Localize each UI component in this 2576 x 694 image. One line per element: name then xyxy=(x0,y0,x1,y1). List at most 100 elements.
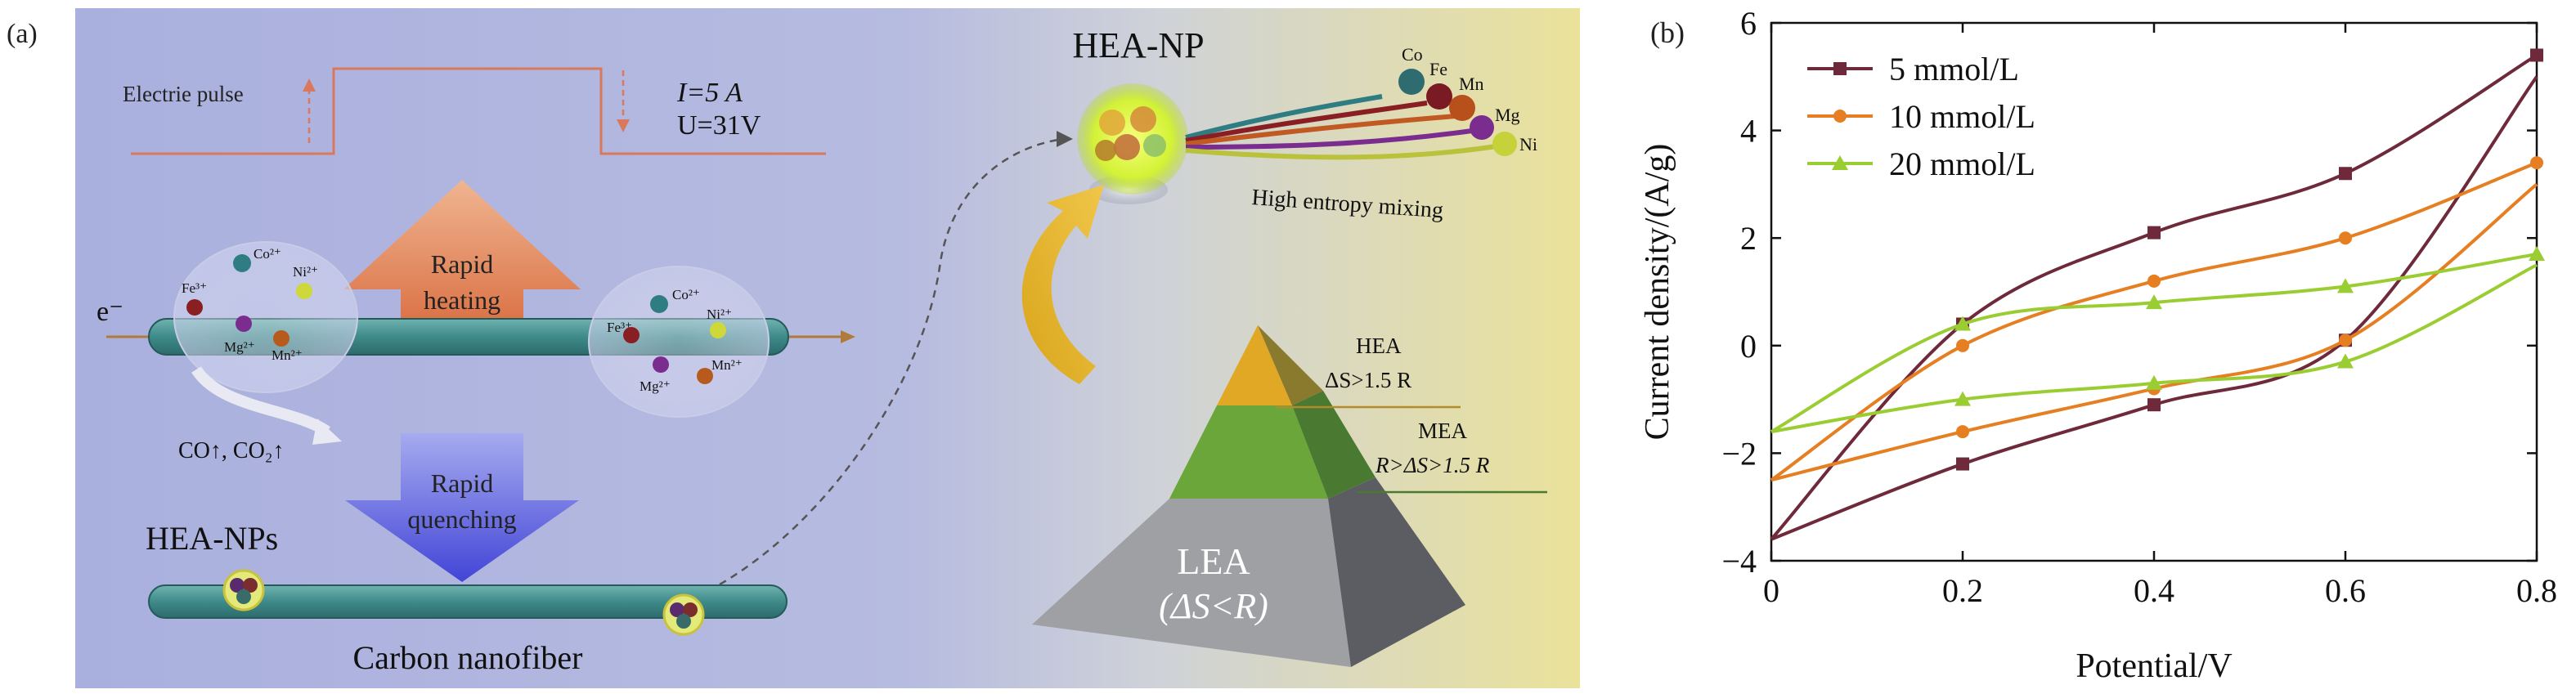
nanoparticle-on-fiber xyxy=(662,593,705,636)
y-tick-label: −2 xyxy=(1721,435,1757,472)
y-axis-label: Current density/(A/g) xyxy=(1639,144,1676,441)
pyramid-hea-side xyxy=(1258,325,1323,405)
series-group xyxy=(1770,48,2545,541)
data-point xyxy=(2337,278,2354,293)
data-point xyxy=(2339,334,2352,347)
panel-a-tag: (a) xyxy=(7,19,38,49)
hea-nps-label: HEA-NPs xyxy=(146,520,278,557)
ion-label: Ni²⁺ xyxy=(707,307,732,322)
gas-label: CO↑, CO₂↑ xyxy=(178,438,285,463)
quench-line2: quenching xyxy=(407,504,516,534)
pyramid-lea-side xyxy=(1328,477,1465,667)
pulse-waveform xyxy=(131,67,826,155)
data-point xyxy=(2147,226,2161,240)
data-point xyxy=(1833,62,1847,75)
series-10-mmol-L xyxy=(1770,156,2543,482)
x-axis-label: Potential/V xyxy=(2076,647,2232,685)
fiber-arrow-icon xyxy=(841,330,855,343)
data-point xyxy=(2147,274,2161,288)
golden-curved-arrow xyxy=(1021,185,1104,384)
element-spheres: Co Fe Mn Mg Ni xyxy=(1398,44,1537,156)
data-point xyxy=(1956,425,1969,439)
panel-b-tag: (b) xyxy=(1650,16,1685,49)
mea-title: MEA xyxy=(1418,419,1468,443)
ion-cluster-right: Co²⁺ Fe³⁺ Ni²⁺ Mg²⁺ Mn²⁺ xyxy=(588,266,770,418)
ion-label: Co²⁺ xyxy=(254,246,281,262)
ion-label: Mn²⁺ xyxy=(272,347,303,363)
rapid-heating-arrow: Rapid heating xyxy=(343,180,581,351)
electric-pulse: Electrie pulse I=5 A U=31V xyxy=(123,67,826,155)
pyramid-lea-front xyxy=(1032,499,1351,667)
entropy-pyramid: HEA ΔS>1.5 R MEA R>ΔS>1.5 R LEA (ΔS<R) xyxy=(1032,325,1547,667)
y-tick-label: 2 xyxy=(1740,220,1757,257)
voltage-label: U=31V xyxy=(677,110,761,141)
pyramid-mea-front xyxy=(1169,405,1328,499)
ion-label: Mn²⁺ xyxy=(711,357,743,373)
x-tick-label: 0 xyxy=(1763,572,1779,609)
data-point xyxy=(2146,294,2162,310)
lea-condition: (ΔS<R) xyxy=(1159,586,1268,626)
y-tick-label: 0 xyxy=(1740,328,1757,365)
ion-label: Ni²⁺ xyxy=(293,264,318,280)
connector-arrow-head-icon xyxy=(1057,131,1073,147)
lower-carbon-fiber: HEA-NPs Carbon nanofiber xyxy=(146,520,788,676)
nanoparticle-on-fiber xyxy=(222,569,265,611)
current-label: I=5 A xyxy=(676,78,743,108)
gas-release-arrow: CO↑, CO₂↑ xyxy=(178,365,342,463)
series-5-mmol-L xyxy=(1770,48,2543,541)
data-point xyxy=(1833,110,1847,123)
x-tick-label: 0.2 xyxy=(1942,572,1983,609)
pyramid-mea-side xyxy=(1292,391,1376,499)
heating-line2: heating xyxy=(424,285,500,315)
data-point xyxy=(2146,374,2162,390)
legend-label: 20 mmol/L xyxy=(1889,146,2035,182)
quench-line1: Rapid xyxy=(431,468,493,498)
hea-np-particle: HEA-NP xyxy=(1072,25,1205,204)
element-label: Co xyxy=(1402,44,1423,65)
data-point xyxy=(2529,245,2545,261)
cv-chart: 0 0.2 0.4 0.6 0.8 −4 −2 0 2 4 6 5 mmol/L 10 mmol/L 2… xyxy=(1639,5,2557,685)
legend-label: 10 mmol/L xyxy=(1889,98,2035,135)
up-arrow-head-icon xyxy=(303,78,316,92)
data-point xyxy=(2530,48,2543,62)
data-point xyxy=(1954,391,1971,406)
y-tick-label: −4 xyxy=(1721,543,1757,580)
x-tick-label: 0.4 xyxy=(2134,572,2174,609)
data-point xyxy=(1832,155,1848,170)
pyramid-hea-front xyxy=(1217,325,1292,405)
ion-cluster-left: Co²⁺ Fe³⁺ Ni²⁺ Mg²⁺ Mn²⁺ xyxy=(173,241,358,393)
hea-condition: ΔS>1.5 R xyxy=(1325,368,1411,392)
y-tick-label: 6 xyxy=(1740,5,1757,42)
data-point xyxy=(1956,338,1969,352)
heating-line1: Rapid xyxy=(431,249,493,279)
series-20-mmol-L xyxy=(1770,245,2545,434)
carbon-nanofiber-label: Carbon nanofiber xyxy=(352,639,582,676)
data-point xyxy=(2339,167,2352,181)
mea-condition: R>ΔS>1.5 R xyxy=(1375,453,1490,477)
dashed-connector xyxy=(719,137,1064,586)
series-line-forward xyxy=(1770,161,2538,481)
data-point xyxy=(1954,316,1971,331)
rapid-quenching-arrow: Rapid quenching xyxy=(345,433,579,582)
lea-title: LEA xyxy=(1177,540,1250,582)
x-tick-label: 0.6 xyxy=(2325,572,2366,609)
ion-label: Fe³⁺ xyxy=(182,280,207,296)
x-tick-label: 0.8 xyxy=(2516,572,2557,609)
legend-label: 5 mmol/L xyxy=(1889,51,2019,87)
ion-label: Fe³⁺ xyxy=(607,320,632,335)
plot-frame xyxy=(1770,21,2538,562)
data-point xyxy=(2147,398,2161,412)
electron-label: e⁻ xyxy=(96,297,123,327)
series-line-reverse xyxy=(1770,75,2538,541)
hea-np-label: HEA-NP xyxy=(1072,25,1204,65)
data-point xyxy=(1956,457,1969,471)
data-point xyxy=(2339,231,2352,245)
pulse-label: Electrie pulse xyxy=(123,82,244,106)
ion-label: Co²⁺ xyxy=(672,287,700,302)
axis-ticks: 0 0.2 0.4 0.6 0.8 −4 −2 0 2 4 6 xyxy=(1721,5,2557,609)
legend: 5 mmol/L 10 mmol/L 20 mmol/L xyxy=(1807,51,2035,182)
down-arrow-head-icon xyxy=(617,119,630,132)
ion-label: Mg²⁺ xyxy=(640,378,671,394)
y-tick-label: 4 xyxy=(1740,113,1757,150)
element-label: Fe xyxy=(1429,59,1447,79)
